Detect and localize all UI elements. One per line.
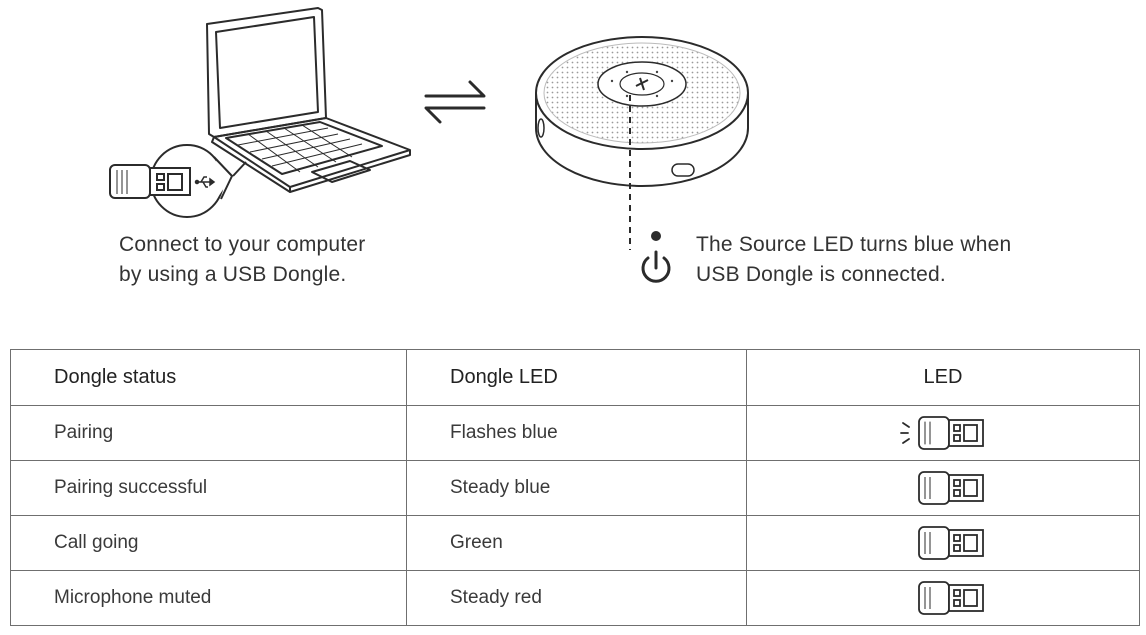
status-cell: Pairing successful	[10, 460, 407, 516]
usb-symbol-icon	[194, 176, 216, 188]
dongle-icon	[918, 581, 984, 615]
caption-line: USB Dongle is connected.	[696, 263, 946, 286]
power-icon	[641, 231, 671, 283]
usb-connect-caption: Connect to your computer by using a USB …	[119, 230, 365, 290]
connection-illustration	[109, 7, 749, 283]
status-cell: Microphone muted	[10, 570, 407, 626]
laptop-icon	[206, 7, 411, 193]
led-cell: Steady blue	[406, 460, 747, 516]
table-row: Pairing successful Steady blue	[10, 460, 1140, 516]
usb-dongle-icon	[109, 164, 191, 199]
dongle-flashing-icon	[900, 416, 984, 450]
header-dongle-status: Dongle status	[10, 349, 407, 406]
led-icon-cell	[746, 570, 1140, 626]
caption-line: The Source LED turns blue when	[696, 233, 1012, 256]
status-cell: Pairing	[10, 405, 407, 461]
led-icon-cell	[746, 405, 1140, 461]
table-row: Microphone muted Steady red	[10, 570, 1140, 626]
caption-line: by using a USB Dongle.	[119, 263, 347, 286]
led-cell: Green	[406, 515, 747, 571]
led-icon-cell	[746, 460, 1140, 516]
header-led: LED	[746, 349, 1140, 406]
table-row: Call going Green	[10, 515, 1140, 571]
bidirectional-arrows-icon	[424, 80, 486, 124]
header-dongle-led: Dongle LED	[406, 349, 747, 406]
dongle-status-table: Dongle status Dongle LED LED Pairing Fla…	[10, 349, 1140, 626]
dongle-icon	[918, 471, 984, 505]
status-cell: Call going	[10, 515, 407, 571]
source-led-caption: The Source LED turns blue when USB Dongl…	[696, 230, 1011, 290]
table-header-row: Dongle status Dongle LED LED	[10, 349, 1140, 406]
table-row: Pairing Flashes blue	[10, 405, 1140, 461]
dongle-icon	[918, 526, 984, 560]
speakerphone-icon	[535, 36, 749, 187]
led-cell: Steady red	[406, 570, 747, 626]
led-cell: Flashes blue	[406, 405, 747, 461]
led-icon-cell	[746, 515, 1140, 571]
caption-line: Connect to your computer	[119, 233, 366, 256]
